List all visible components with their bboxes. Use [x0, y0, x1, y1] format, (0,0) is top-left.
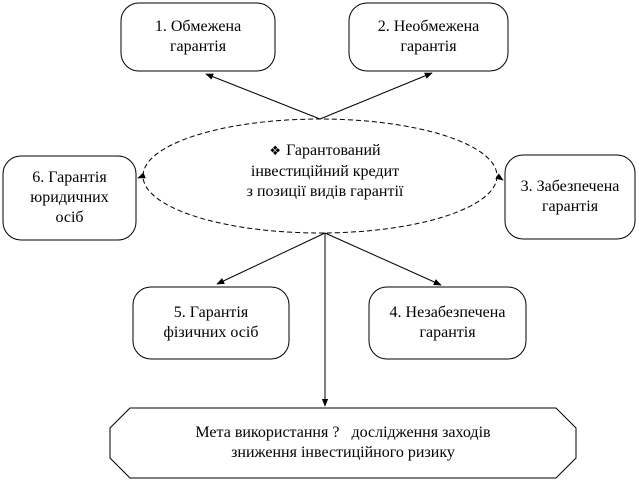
node-2-line-1: 2. Необмежена: [377, 18, 480, 35]
center-line-3: з позиції видів гарантії: [246, 182, 404, 200]
node-5-box: [132, 286, 290, 360]
node-6-line-3: осіб: [55, 209, 84, 226]
goal-line-1-right: дослідження заходів: [351, 424, 491, 441]
node-6-line-2: юридичних: [30, 189, 109, 206]
node-4-label: 4. Незабезпечена гарантія: [369, 287, 526, 359]
node-6-line-1: 6. Гарантія: [32, 169, 107, 186]
center-line-2: інвестиційний кредит: [250, 162, 400, 180]
arrow-to-node-6: [137, 172, 146, 179]
node-3-box: [504, 154, 636, 240]
diamond-bullet-icon: ❖: [269, 143, 282, 159]
node-5-line-1: 5. Гарантія: [173, 304, 249, 321]
node-4-box: [368, 286, 527, 360]
arrow-to-node-4: [324, 232, 442, 286]
node-3-label: 3. Забезпечена гарантія: [505, 155, 635, 239]
node-1-line-2: гарантія: [169, 38, 227, 55]
node-4-line-1: 4. Незабезпечена: [389, 304, 506, 321]
center-line-1: ❖Гарантований: [269, 141, 380, 162]
arrow-to-node-1: [205, 73, 321, 120]
node-2-line-2: гарантія: [400, 38, 457, 55]
node-5-label: 5. Гарантія фізичних осіб: [133, 287, 289, 359]
node-4-line-2: гарантія: [419, 324, 476, 341]
goal-octagon: [109, 407, 577, 479]
goal-line-1-left: Мета використання ?: [195, 424, 340, 441]
goal-line-1: Мета використання ? дослідження заходів: [195, 423, 490, 443]
node-1-line-1: 1. Обмежена: [154, 18, 242, 35]
node-3-line-1: 3. Забезпечена: [520, 178, 620, 195]
node-6-box: [2, 155, 137, 241]
center-title: Гарантований: [286, 141, 381, 159]
node-1-label: 1. Обмежена гарантія: [121, 3, 275, 71]
node-2-box: [348, 2, 509, 72]
goal-label: Мета використання ? дослідження заходів з…: [110, 408, 576, 478]
node-3-line-2: гарантія: [541, 198, 599, 215]
arrow-to-node-2: [319, 72, 433, 120]
center-label: ❖Гарантований інвестиційний кредит з поз…: [180, 136, 470, 206]
arrow-to-node-5: [216, 232, 326, 285]
arrow-to-node-3: [495, 173, 504, 181]
goal-line-2: зниження інвестиційного ризику: [231, 444, 455, 461]
node-5-line-2: фізичних осіб: [163, 324, 259, 341]
node-6-label: 6. Гарантія юридичних осіб: [3, 156, 136, 240]
node-2-label: 2. Необмежена гарантія: [349, 3, 508, 71]
node-1-box: [120, 2, 276, 72]
